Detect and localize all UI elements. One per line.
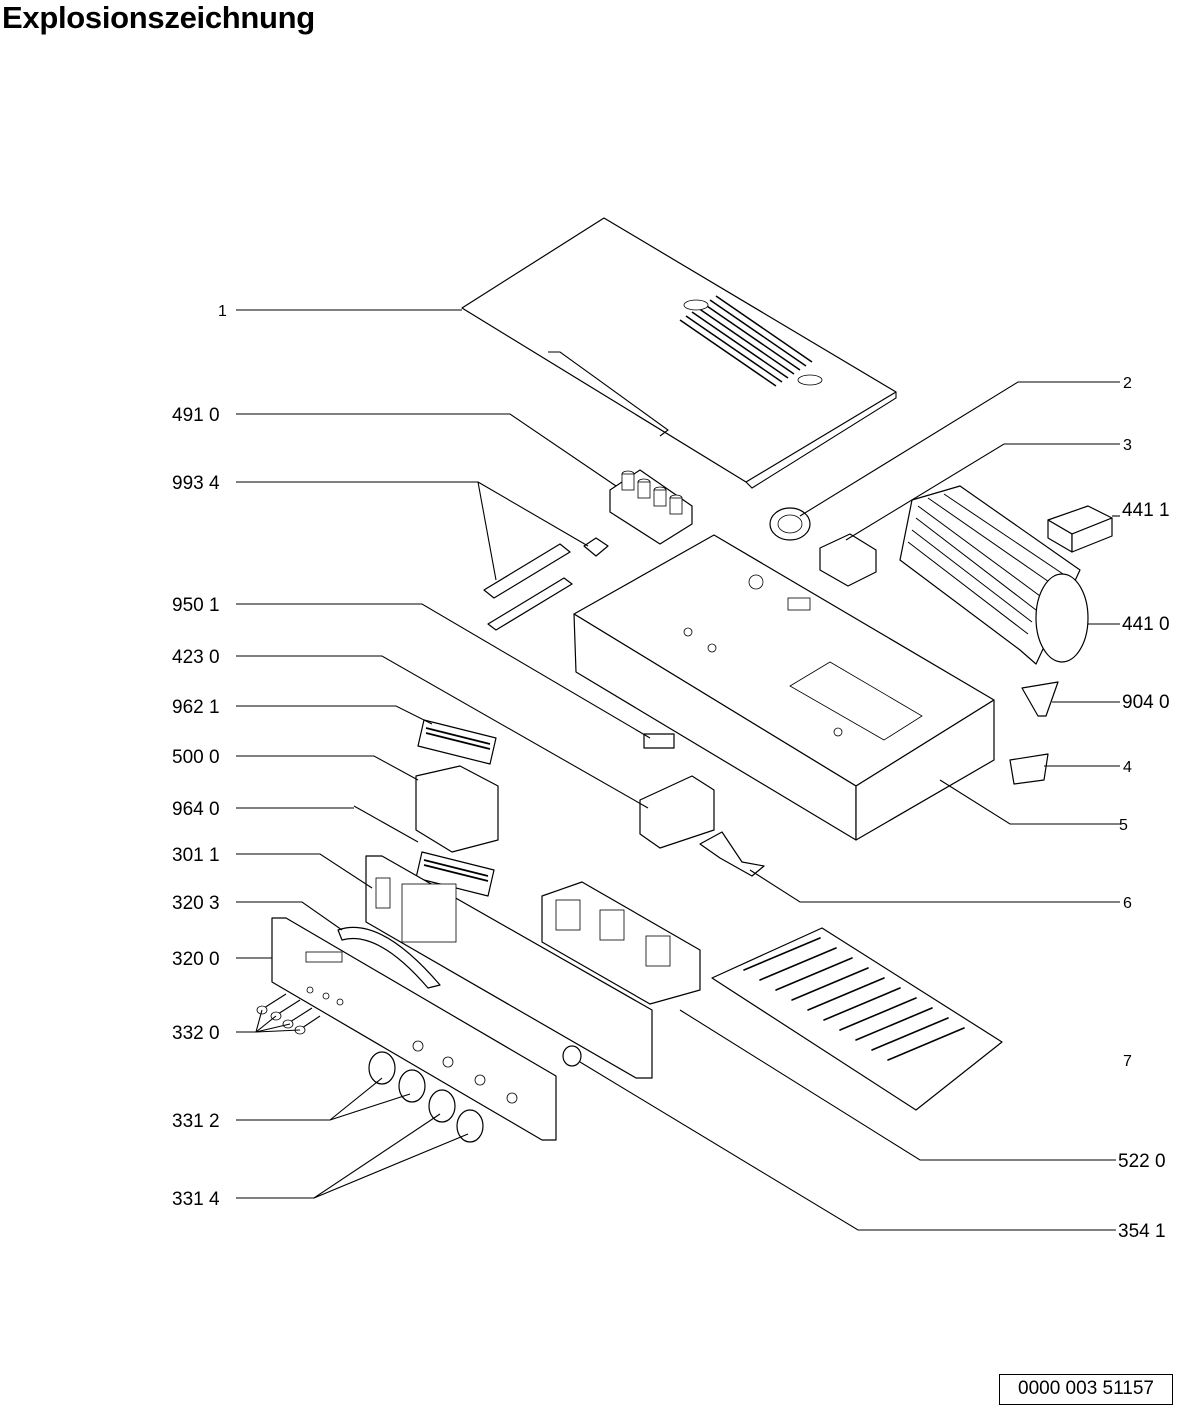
label-441-0: 441 0 — [1122, 614, 1170, 635]
vent-grille-part — [711, 927, 1003, 1111]
label-1: 1 — [218, 303, 227, 320]
label-993-4: 993 4 — [172, 473, 220, 494]
label-4: 4 — [1123, 759, 1132, 776]
label-964-0: 964 0 — [172, 799, 220, 820]
label-320-0: 320 0 — [172, 949, 220, 970]
label-441-1: 441 1 — [1122, 500, 1170, 521]
label-332-0: 332 0 — [172, 1023, 220, 1044]
label-491-0: 491 0 — [172, 405, 220, 426]
label-423-0: 423 0 — [172, 647, 220, 668]
leader-lines — [236, 309, 1120, 1231]
label-904-0: 904 0 — [1122, 692, 1170, 713]
motor-and-fittings-part — [699, 485, 1113, 877]
label-331-4: 331 4 — [172, 1189, 220, 1210]
label-354-1: 354 1 — [1118, 1221, 1166, 1242]
label-522-0: 522 0 — [1118, 1151, 1166, 1172]
label-7: 7 — [1123, 1053, 1132, 1070]
label-3: 3 — [1123, 437, 1132, 454]
terminal-block-part — [609, 469, 693, 545]
label-5: 5 — [1119, 817, 1128, 834]
label-500-0: 500 0 — [172, 747, 220, 768]
label-950-1: 950 1 — [172, 595, 220, 616]
labels-right: 2 3 441 1 441 0 904 0 4 5 6 7 522 0 354 … — [1118, 375, 1170, 1242]
knobs-part — [368, 1051, 484, 1143]
label-301-1: 301 1 — [172, 845, 220, 866]
label-320-3: 320 3 — [172, 893, 220, 914]
label-331-2: 331 2 — [172, 1111, 220, 1132]
document-number-box: 0000 003 51157 — [999, 1374, 1173, 1405]
control-panel-part — [271, 855, 653, 1141]
labels-left: 1 491 0 993 4 950 1 423 0 962 1 500 0 96… — [172, 303, 227, 1210]
housing-box-part — [573, 534, 995, 841]
label-2: 2 — [1123, 375, 1132, 392]
label-962-1: 962 1 — [172, 697, 220, 718]
page-title: Explosionszeichnung — [2, 0, 315, 35]
bracket-part — [483, 537, 609, 631]
small-component-part — [353, 719, 715, 897]
control-module-part — [541, 881, 701, 1005]
top-cover-part — [461, 217, 897, 489]
label-6: 6 — [1123, 895, 1132, 912]
